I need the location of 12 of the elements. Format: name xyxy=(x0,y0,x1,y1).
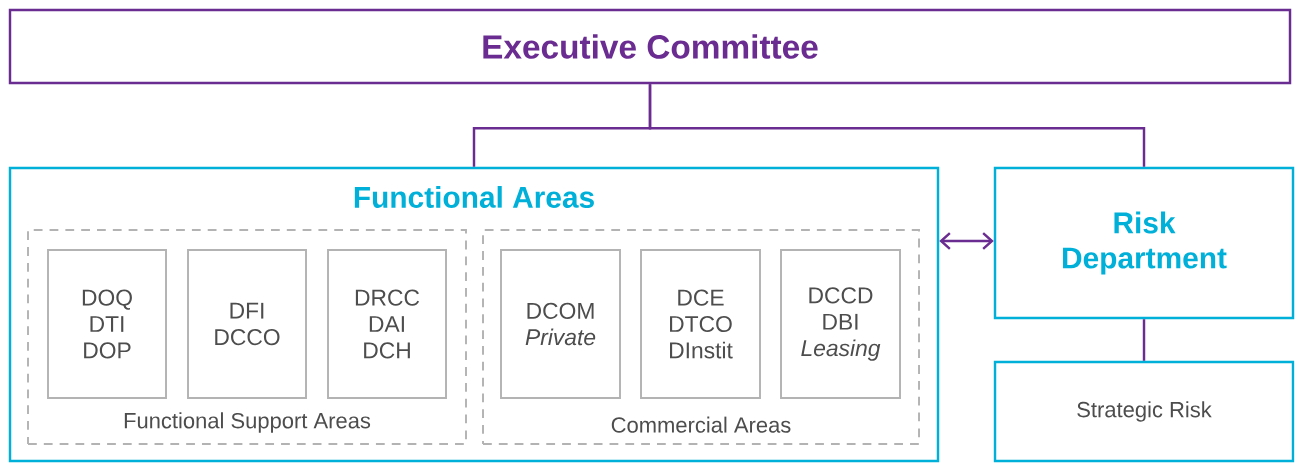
department-box: Strategic Risk xyxy=(993,360,1295,463)
department-box: DCE DTCO DInstit xyxy=(640,249,761,399)
arrow xyxy=(939,232,994,250)
department-box: DCOM Private xyxy=(500,249,621,399)
department-box: Risk Department xyxy=(993,166,1295,320)
committee-box: Executive Committee xyxy=(8,8,1292,85)
department-box: DRCC DAI DCH xyxy=(327,249,447,399)
connector-line xyxy=(1142,319,1146,361)
department-box: DOQ DTI DOP xyxy=(47,249,167,399)
department-box: DCCD DBI Leasing xyxy=(780,249,901,399)
connector-line xyxy=(648,84,1146,167)
department-box: DFI DCCO xyxy=(187,249,307,399)
